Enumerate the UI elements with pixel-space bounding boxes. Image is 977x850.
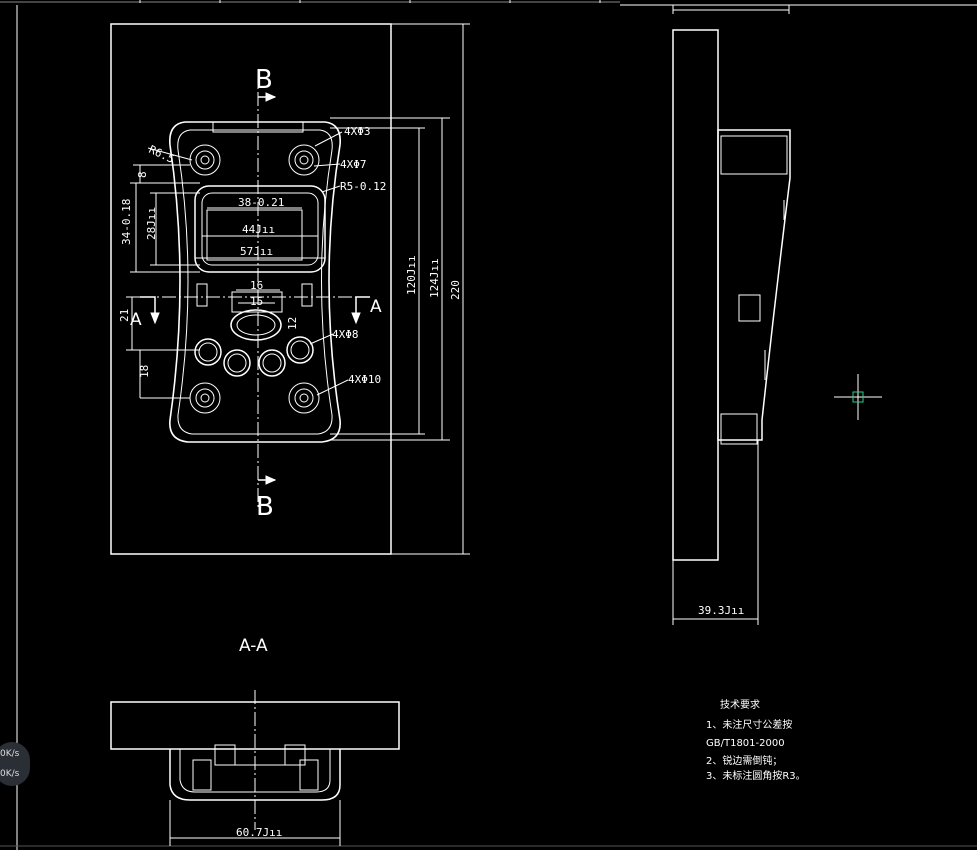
section-title: A-A bbox=[239, 636, 268, 656]
section-b-label-top: B bbox=[255, 65, 273, 95]
mounting-bosses bbox=[189, 144, 320, 414]
dim-4x-phi8: 4XΦ8 bbox=[332, 328, 359, 341]
front-plate-outline bbox=[110, 23, 392, 555]
dim-15: 15 bbox=[250, 295, 263, 308]
dim-21: 21 bbox=[118, 309, 131, 322]
round-buttons bbox=[194, 336, 314, 377]
dim-4x-phi3: 4XΦ3 bbox=[344, 125, 371, 138]
dim-side-width: 39.3Jıı bbox=[698, 604, 744, 617]
dim-r6: R6.5 bbox=[147, 143, 177, 166]
upload-speed: 0K/s bbox=[0, 749, 20, 759]
section-a-a bbox=[110, 690, 400, 846]
section-b-label-bottom: B bbox=[256, 492, 274, 522]
dim-38: 38-0.21 bbox=[238, 196, 284, 209]
technical-notes: 技术要求 1、未注尺寸公差按 GB/T1801-2000 2、锐边需倒钝； 3、… bbox=[706, 698, 806, 782]
dim-57: 57Jıı bbox=[240, 245, 273, 258]
dim-18: 18 bbox=[138, 365, 151, 378]
housing-outer bbox=[168, 121, 342, 443]
dim-120: 120Jıı bbox=[405, 255, 418, 295]
dim-8: 8 bbox=[136, 171, 149, 178]
notes-line-3: 2、锐边需倒钝； bbox=[706, 754, 782, 767]
download-speed: 0K/s bbox=[0, 769, 20, 779]
notes-line-4: 3、未标注圆角按R3。 bbox=[706, 769, 806, 782]
dim-4x-phi10: 4XΦ10 bbox=[348, 373, 381, 386]
dim-4x-phi7: 4XΦ7 bbox=[340, 158, 367, 171]
side-view bbox=[672, 5, 882, 625]
dim-12: 12 bbox=[286, 317, 299, 330]
dim-16: 16 bbox=[250, 279, 263, 292]
notes-line-1: 1、未注尺寸公差按 bbox=[706, 718, 792, 731]
network-speed-badge: 0K/s 0K/s bbox=[0, 742, 30, 786]
front-view bbox=[110, 23, 470, 555]
dim-28: 28Jıı bbox=[145, 207, 158, 240]
dim-34: 34-0.18 bbox=[120, 199, 133, 245]
dim-r5: R5-0.12 bbox=[340, 180, 386, 193]
notes-line-2: GB/T1801-2000 bbox=[706, 738, 785, 749]
section-a-label-right: A bbox=[370, 297, 382, 317]
dim-220: 220 bbox=[449, 280, 462, 300]
display-window-outer bbox=[194, 185, 326, 273]
dim-124: 124Jıı bbox=[428, 258, 441, 298]
section-a-label-left: A bbox=[130, 310, 142, 330]
dim-44: 44Jıı bbox=[242, 223, 275, 236]
dim-section-width: 60.7Jıı bbox=[236, 826, 282, 839]
oval-button bbox=[230, 309, 282, 341]
notes-title: 技术要求 bbox=[720, 698, 760, 711]
